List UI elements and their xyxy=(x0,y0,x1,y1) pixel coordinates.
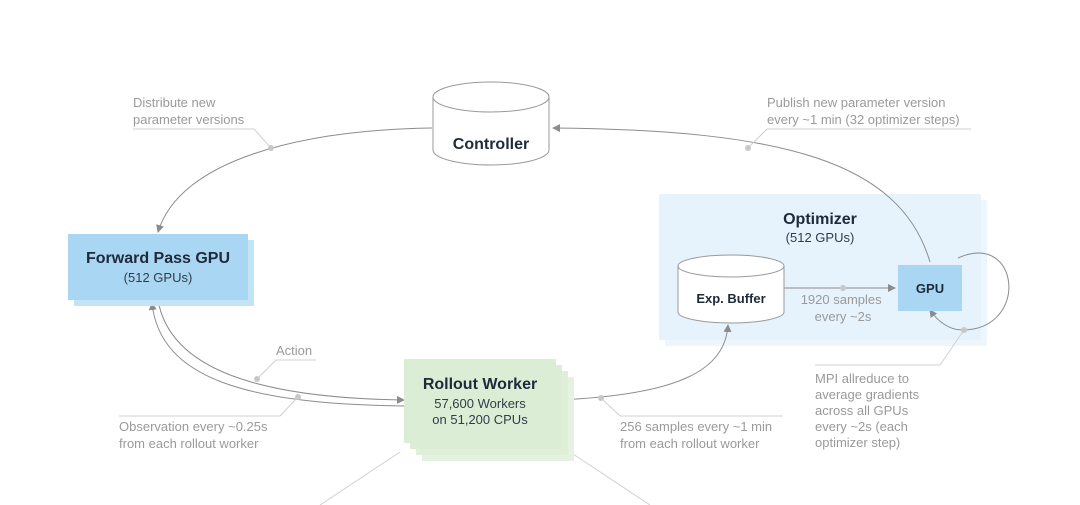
annotation-publish: Publish new parameter version every ~1 m… xyxy=(767,95,960,127)
leader-mpi xyxy=(815,329,965,366)
annotation-mpi: MPI allreduce to average gradients acros… xyxy=(815,371,923,450)
leader-action xyxy=(256,359,316,380)
edge-observation xyxy=(148,302,405,407)
controller-node: Controller xyxy=(432,81,550,166)
annotation-samples-256: 256 samples every ~1 min from each rollo… xyxy=(620,419,776,451)
dot-distribute xyxy=(268,145,274,151)
dot-samples-256 xyxy=(598,395,604,401)
rollout-title: Rollout Worker xyxy=(423,376,537,393)
dot-samples-1920 xyxy=(840,285,846,291)
exp-buffer-label: Exp. Buffer xyxy=(696,291,765,306)
dot-mpi xyxy=(961,327,967,333)
leader-publish xyxy=(747,128,971,149)
rollout-line2: on 51,200 CPUs xyxy=(432,412,528,427)
perspective-line-left xyxy=(319,451,401,505)
rollout-worker-node: Rollout Worker 57,600 Workers on 51,200 … xyxy=(404,359,574,461)
leader-observation xyxy=(119,396,299,417)
controller-label: Controller xyxy=(453,136,529,153)
annotation-observation: Observation every ~0.25s from each rollo… xyxy=(119,419,271,451)
leader-distribute xyxy=(133,128,272,149)
edge-distribute-params xyxy=(156,127,433,233)
annotation-action: Action xyxy=(276,343,312,358)
optimizer-subtitle: (512 GPUs) xyxy=(786,230,855,245)
dot-observation xyxy=(295,394,301,400)
rollout-line1: 57,600 Workers xyxy=(434,396,526,411)
annotation-samples-1920: 1920 samples every ~2s xyxy=(801,292,886,324)
leader-samples-256 xyxy=(600,397,783,417)
forward-pass-gpu-node: Forward Pass GPU (512 GPUs) xyxy=(68,234,254,306)
forward-pass-title: Forward Pass GPU xyxy=(86,250,230,267)
edge-action xyxy=(157,299,405,404)
exp-buffer-node: Exp. Buffer xyxy=(677,254,785,324)
optimizer-title: Optimizer xyxy=(783,211,857,228)
optimizer-gpu-node: GPU xyxy=(898,265,962,311)
dot-publish xyxy=(745,145,751,151)
edge-mpi-allreduce-loop xyxy=(929,252,1010,331)
annotation-distribute: Distribute new parameter versions xyxy=(133,95,245,127)
forward-pass-subtitle: (512 GPUs) xyxy=(124,270,193,285)
edge-publish-params xyxy=(552,124,931,263)
gpu-label: GPU xyxy=(916,281,944,296)
edge-rollout-samples xyxy=(555,324,732,401)
dot-action xyxy=(254,376,260,382)
perspective-line-right xyxy=(569,451,651,505)
